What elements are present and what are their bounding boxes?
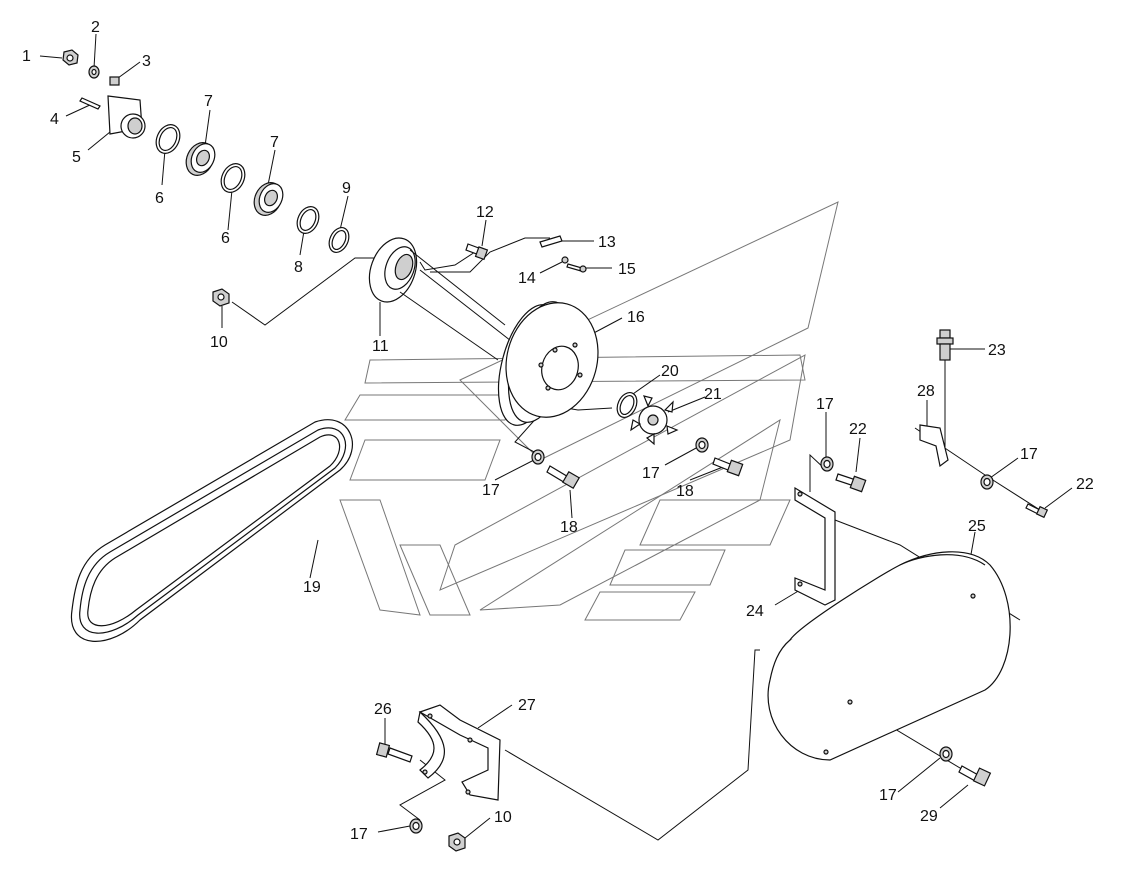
callout-20: 20 bbox=[661, 363, 679, 380]
callout-17c: 17 bbox=[816, 396, 834, 413]
callout-29: 29 bbox=[920, 808, 938, 825]
callout-12: 12 bbox=[476, 204, 494, 221]
bolt-part-26 bbox=[375, 742, 413, 763]
pulley-part-16 bbox=[497, 301, 599, 426]
washer-part-17e bbox=[409, 818, 423, 834]
callout-6a: 6 bbox=[155, 190, 164, 207]
washer-part-14 bbox=[561, 256, 569, 264]
belt-guard-part-25 bbox=[767, 551, 1011, 761]
callout-8: 8 bbox=[294, 259, 303, 276]
callout-17f: 17 bbox=[879, 787, 897, 804]
washer-part-17d bbox=[980, 474, 994, 490]
bolt-part-12 bbox=[465, 243, 489, 261]
watermark-logo bbox=[339, 201, 839, 621]
callout-7b: 7 bbox=[270, 134, 279, 151]
bracket-part-24 bbox=[794, 486, 836, 606]
callout-16: 16 bbox=[627, 309, 645, 326]
bolt-part-22b bbox=[1025, 503, 1049, 519]
callout-13: 13 bbox=[598, 234, 616, 251]
bolt-part-18a bbox=[546, 465, 581, 490]
ring-part-8 bbox=[296, 206, 320, 234]
callout-21: 21 bbox=[704, 386, 722, 403]
callout-23: 23 bbox=[988, 342, 1006, 359]
callout-22a: 22 bbox=[849, 421, 867, 438]
callout-28: 28 bbox=[917, 383, 935, 400]
callout-27: 27 bbox=[518, 697, 536, 714]
callout-26: 26 bbox=[374, 701, 392, 718]
ring-part-6b bbox=[220, 163, 246, 193]
callout-3: 3 bbox=[142, 53, 151, 70]
bracket-part-27 bbox=[417, 704, 501, 801]
washer-part-17f bbox=[939, 746, 953, 762]
fitting-part-3 bbox=[109, 76, 120, 86]
callout-4: 4 bbox=[50, 111, 59, 128]
belt-part-19 bbox=[70, 419, 353, 642]
hub-part-11 bbox=[368, 237, 506, 361]
callout-25: 25 bbox=[968, 518, 986, 535]
callout-2: 2 bbox=[91, 19, 100, 36]
callout-17d: 17 bbox=[1020, 446, 1038, 463]
nut-part-10b bbox=[448, 832, 466, 852]
nut-part-1 bbox=[62, 49, 79, 66]
washer-part-17c bbox=[820, 456, 834, 472]
parts bbox=[62, 49, 1049, 852]
callout-labels: 1 2 3 4 5 6 6 7 7 8 9 10 10 11 12 13 14 … bbox=[22, 19, 1094, 843]
callout-7a: 7 bbox=[204, 93, 213, 110]
callout-22b: 22 bbox=[1076, 476, 1094, 493]
callout-19: 19 bbox=[303, 579, 321, 596]
bearing-part-7a bbox=[185, 142, 216, 176]
pin-part-4 bbox=[79, 97, 101, 110]
nut-part-10a bbox=[212, 288, 230, 307]
callout-24: 24 bbox=[746, 603, 764, 620]
callout-18b: 18 bbox=[676, 483, 694, 500]
fitting-part-23 bbox=[936, 329, 954, 361]
fan-part-21 bbox=[630, 395, 679, 446]
snap-ring-part-9 bbox=[328, 227, 350, 253]
callout-10b: 10 bbox=[494, 809, 512, 826]
bearing-part-7b bbox=[253, 182, 284, 216]
washer-part-17b bbox=[695, 437, 709, 453]
washer-part-17a bbox=[531, 449, 545, 465]
ring-part-20 bbox=[616, 392, 638, 418]
callout-18a: 18 bbox=[560, 519, 578, 536]
callout-17a: 17 bbox=[482, 482, 500, 499]
bolt-part-18b bbox=[712, 457, 744, 477]
callout-11: 11 bbox=[372, 338, 389, 355]
callout-17b: 17 bbox=[642, 465, 660, 482]
bolt-part-29 bbox=[958, 765, 992, 787]
callout-5: 5 bbox=[72, 149, 81, 166]
ring-part-6a bbox=[155, 124, 181, 154]
callout-9: 9 bbox=[342, 180, 351, 197]
screw-part-15 bbox=[566, 263, 587, 273]
washer-part-2 bbox=[88, 65, 100, 79]
bracket-part-28 bbox=[919, 424, 949, 468]
callout-15: 15 bbox=[618, 261, 636, 278]
key-part-13 bbox=[539, 235, 563, 248]
callout-14: 14 bbox=[518, 270, 536, 287]
callout-17e: 17 bbox=[350, 826, 368, 843]
callout-10a: 10 bbox=[210, 334, 228, 351]
callout-1: 1 bbox=[22, 48, 31, 65]
bolt-part-22a bbox=[835, 473, 867, 493]
bearing-housing-part-5 bbox=[107, 95, 146, 139]
callout-6b: 6 bbox=[221, 230, 230, 247]
